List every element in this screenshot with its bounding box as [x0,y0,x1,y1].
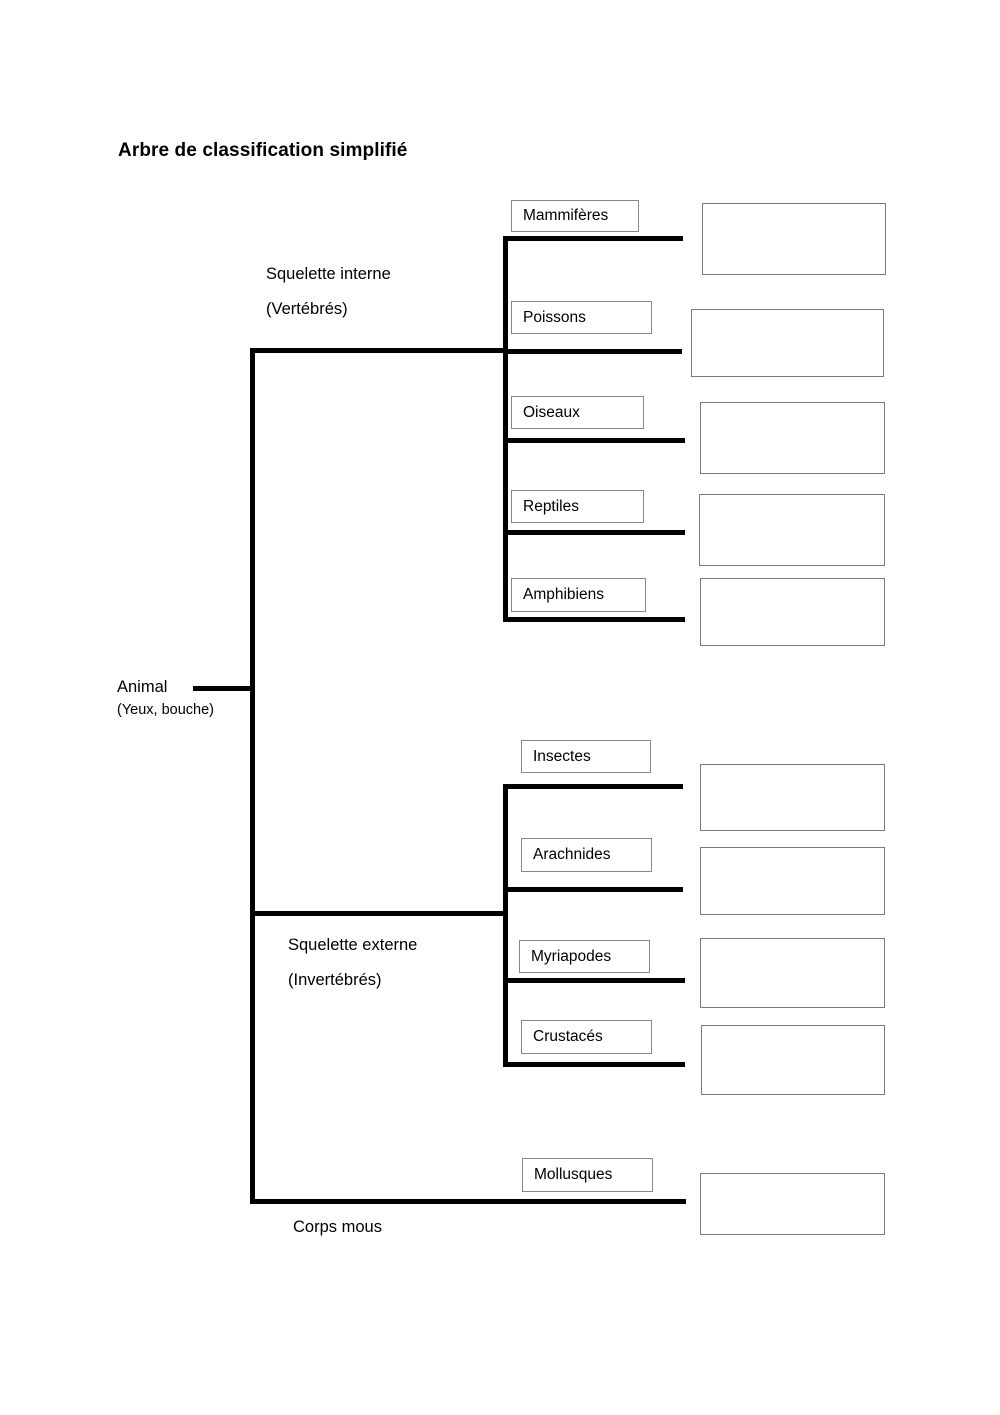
answer-box-mollusques[interactable] [700,1173,885,1235]
leaf-line-oiseaux [503,438,685,443]
label-box-myriapodes: Myriapodes [519,940,650,973]
label-box-crustaces: Crustacés [521,1020,652,1054]
answer-box-amphibiens[interactable] [700,578,885,646]
spine-vertebres [503,236,508,622]
label-box-oiseaux: Oiseaux [511,396,644,429]
root-label: Animal [117,678,168,696]
spine-invertebres [503,784,508,1064]
leaf-line-insectes [503,784,683,789]
branch-corps-mous-connector [250,1199,686,1204]
leaf-line-poissons [503,349,682,354]
label-box-reptiles: Reptiles [511,490,644,523]
answer-box-poissons[interactable] [691,309,884,377]
answer-box-reptiles[interactable] [699,494,885,566]
answer-box-insectes[interactable] [700,764,885,831]
answer-box-crustaces[interactable] [701,1025,885,1095]
branch-invertebres-label: Squelette externe [288,936,418,954]
leaf-line-mammiferes [503,236,683,241]
branch-invertebres-connector [250,911,507,916]
leaf-line-reptiles [503,530,685,535]
answer-box-mammiferes[interactable] [702,203,886,275]
branch-vertebres-label: Squelette interne [266,265,391,283]
trunk-vertical [250,348,255,1204]
leaf-line-amphibiens [503,617,685,622]
branch-vertebres-sublabel: (Vertébrés) [266,300,348,318]
root-sublabel: (Yeux, bouche) [117,702,215,718]
trunk-root-connector [193,686,253,691]
answer-box-myriapodes[interactable] [700,938,885,1008]
answer-box-oiseaux[interactable] [700,402,885,474]
label-box-poissons: Poissons [511,301,652,334]
label-box-insectes: Insectes [521,740,651,773]
answer-box-arachnides[interactable] [700,847,885,915]
branch-vertebres-connector [250,348,505,353]
branch-corps-mous-label: Corps mous [293,1218,382,1236]
label-box-amphibiens: Amphibiens [511,578,646,612]
leaf-line-myriapodes [503,978,685,983]
label-box-arachnides: Arachnides [521,838,652,872]
label-box-mammiferes: Mammifères [511,200,639,232]
branch-invertebres-sublabel: (Invertébrés) [288,971,382,989]
label-box-mollusques: Mollusques [522,1158,653,1192]
leaf-line-arachnides [503,887,683,892]
leaf-line-crustaces [503,1062,685,1067]
page-title: Arbre de classification simplifié [118,140,408,161]
